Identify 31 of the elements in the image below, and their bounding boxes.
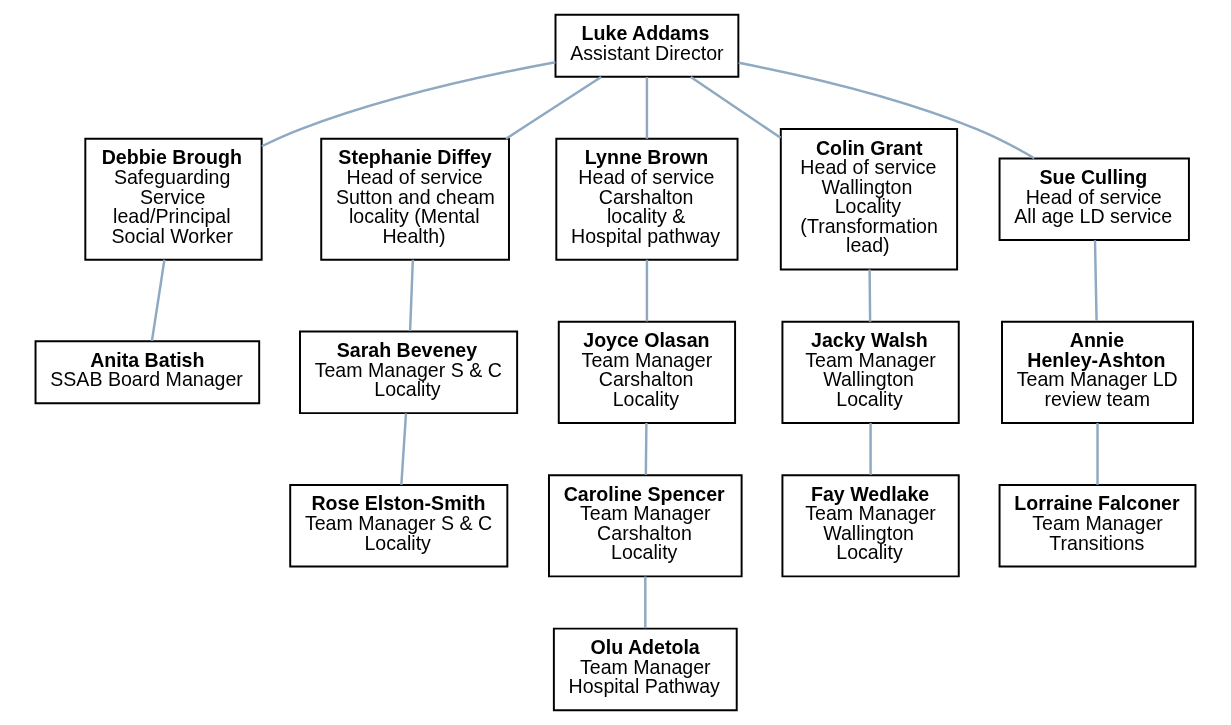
node-box: Sarah Beveney Team Manager S & C Locality (299, 330, 519, 415)
connector (400, 413, 408, 485)
node-box: Colin Grant Head of service Wallington Locality (Transformation lead) (779, 128, 959, 271)
connector (868, 269, 872, 322)
node-box: Caroline Spencer Team Manager Carshalton Locality (548, 474, 743, 578)
connector (645, 259, 649, 322)
connector (1096, 423, 1099, 485)
connector (408, 259, 415, 332)
node-box: Stephanie Diffey Head of service Sutton and cheam locality (Mental Health) (320, 137, 510, 261)
connector (645, 77, 649, 139)
connector (505, 76, 602, 140)
node-box: Jacky Walsh Team Manager Wallington Locality (781, 320, 960, 424)
node-box: Lorraine Falconer Team Manager Transitions (998, 483, 1197, 568)
node-box: Anita Batish SSAB Board Manager (34, 340, 261, 405)
connector (738, 61, 1035, 160)
connector (1093, 240, 1098, 322)
node-box: Rose Elston-Smith Team Manager S & C Locality (289, 483, 509, 568)
connector (150, 259, 166, 342)
connector (869, 423, 872, 475)
connector (261, 61, 556, 148)
node-box: Sue Culling Head of service All age LD service (998, 157, 1190, 242)
connector (644, 576, 647, 629)
node-box: Joyce Olasan Team Manager Carshalton Locality (557, 320, 737, 424)
node-box: Fay Wedlake Team Manager Wallington Locality (781, 474, 960, 578)
connector (690, 76, 782, 139)
node-box: Debbie Brough Safeguarding Service lead/Principal Social Worker (84, 137, 263, 261)
connector (644, 423, 648, 475)
node-box: Annie Henley-Ashton Team Manager LD review team (1001, 320, 1194, 424)
node-box: Luke Addams Assistant Director (554, 13, 740, 78)
node-box: Lynne Brown Head of service Carshalton locality & Hospital pathway (555, 137, 739, 261)
node-box: Olu Adetola Team Manager Hospital Pathway (552, 627, 738, 712)
